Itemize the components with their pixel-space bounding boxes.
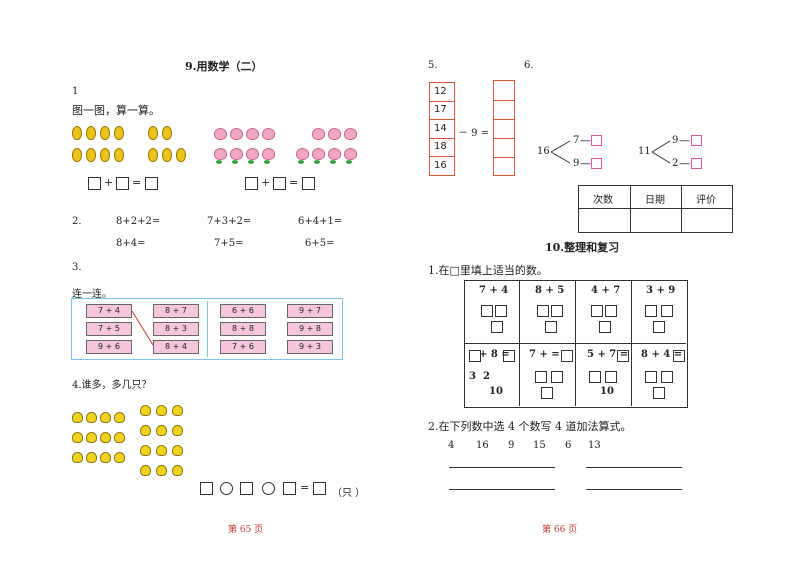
page-number-right: 第 66 页: [542, 525, 578, 535]
tree2-bottom: 2: [672, 158, 679, 169]
tree1-bottom: 9: [573, 158, 580, 169]
q1-instruction: 图一图，算一算。: [72, 104, 160, 117]
tree1-top: 7: [573, 135, 580, 146]
choice-number: 4: [448, 440, 455, 451]
tree1-root: 16: [537, 146, 550, 157]
q2-expr: 8+2+2=: [116, 216, 161, 227]
page-number-left: 第 65 页: [228, 525, 264, 535]
number-column: 12 17 14 18 16: [429, 82, 455, 176]
table-header: 评价: [696, 195, 716, 206]
q5-operator: － 9 =: [458, 128, 490, 139]
answer-line[interactable]: [586, 489, 682, 490]
choice-number: 9: [508, 440, 515, 451]
answer-line[interactable]: [586, 467, 682, 468]
tree2-bottom-box[interactable]: [691, 158, 702, 169]
q6-number: 6.: [524, 60, 534, 71]
q5-number: 5.: [428, 60, 438, 71]
q3-number: 3.: [72, 262, 82, 273]
unit-label: （只 ）: [332, 488, 366, 499]
answer-column[interactable]: [493, 80, 515, 176]
number-bond-grid: 7 + 4 8 + 5 4 + 7 3 + 9 + 8 = 7 + = 5 + …: [464, 280, 688, 408]
choice-number: 13: [588, 440, 601, 451]
q4-instruction: 4.谁多，多几只？: [72, 380, 152, 391]
tree2-root: 11: [638, 146, 651, 157]
choice-number: 6: [565, 440, 572, 451]
q2-expr: 7+5=: [214, 238, 244, 249]
choice-number: 16: [476, 440, 489, 451]
review-q1: 1.在□里填上适当的数。: [428, 264, 548, 277]
table-header: 日期: [645, 195, 665, 206]
answer-line[interactable]: [449, 467, 555, 468]
q2-expr: 8+4=: [116, 238, 146, 249]
tree2-top: 9: [672, 135, 679, 146]
section-title: 10.整理和复习: [545, 241, 620, 254]
choice-number: 15: [533, 440, 546, 451]
tree2-top-box[interactable]: [691, 135, 702, 146]
answer-line[interactable]: [449, 489, 555, 490]
tree1-top-box[interactable]: [591, 135, 602, 146]
matching-panel: [71, 298, 343, 360]
q3-instruction: 连一连。: [72, 289, 112, 300]
page-title-left: 9.用数学（二）: [185, 60, 263, 73]
q2-expr: 6+4+1=: [298, 216, 343, 227]
review-q2: 2.在下列数中选 4 个数写 4 道加法算式。: [428, 420, 632, 433]
tree1-bottom-box[interactable]: [591, 158, 602, 169]
q2-expr: 7+3+2=: [207, 216, 252, 227]
q2-number: 2.: [72, 216, 82, 227]
evaluation-table: 次数 日期 评价: [578, 185, 733, 233]
q2-expr: 6+5=: [305, 238, 335, 249]
q1-number: 1: [72, 86, 79, 97]
table-header: 次数: [593, 195, 613, 206]
